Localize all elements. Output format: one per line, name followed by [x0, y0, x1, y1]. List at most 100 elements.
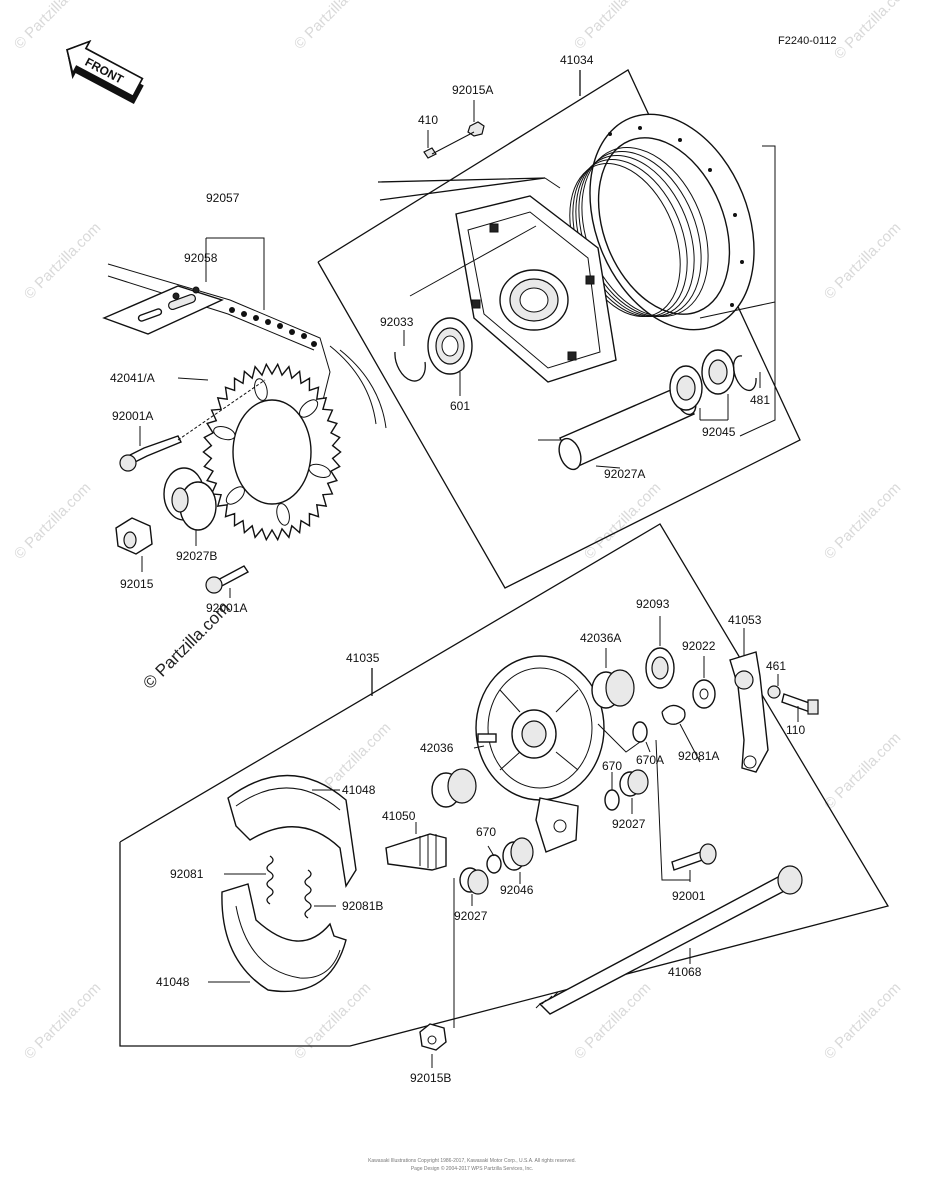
brake-shoe-41048-lower: [221, 883, 347, 993]
label-92015: 92015: [120, 577, 154, 591]
sprocket-window: [308, 463, 331, 478]
label-41035: 41035: [346, 651, 380, 665]
spring-92081B: [304, 869, 312, 919]
label-92015B: 92015B: [410, 1071, 451, 1085]
bolt-92001A: [119, 435, 182, 472]
watermark: © Partzilla.com: [581, 479, 664, 562]
footer-design: Page Design © 2004-2017 WPS Partzilla Se…: [411, 1165, 533, 1172]
diagram-code: F2240-0112: [778, 35, 837, 47]
bushing-42036: [431, 768, 477, 808]
sprocket-window: [299, 399, 319, 418]
circlip-481: [732, 355, 757, 392]
seal-92093: [645, 647, 675, 689]
oring-670-lower: [486, 854, 502, 874]
bolt-92001: [671, 843, 717, 871]
collar-92027-right: [619, 769, 649, 797]
watermark: © Partzilla.com: [291, 979, 374, 1062]
label-410: 410: [418, 113, 438, 127]
label-92001: 92001: [672, 889, 706, 903]
label-42036A: 42036A: [580, 631, 621, 645]
bracket-410: [377, 177, 546, 201]
label-41034: 41034: [560, 53, 594, 67]
label-41048-lower: 41048: [156, 975, 190, 989]
label-92081: 92081: [170, 867, 204, 881]
watermark: © Partzilla.com: [821, 219, 904, 302]
watermark: © Partzilla.com: [821, 479, 904, 562]
front-arrow-icon: FRONT: [66, 39, 144, 105]
sprocket-window: [254, 378, 268, 401]
collar-92027B: [163, 467, 217, 531]
sprocket-window: [213, 426, 236, 441]
circlip-92033: [394, 351, 426, 382]
sprocket-42041A: [202, 362, 342, 542]
bolt-92001A-lower: [205, 565, 250, 594]
axle-41068: [535, 865, 803, 1015]
bearings-92045: [669, 349, 735, 411]
bracket-right: [739, 145, 776, 437]
label-42036: 42036: [420, 741, 454, 755]
watermark: © Partzilla.com: [291, 0, 374, 53]
label-481: 481: [750, 393, 770, 407]
collar-92046: [502, 837, 534, 871]
watermark: © Partzilla.com: [821, 979, 904, 1062]
label-670-lower: 670: [476, 825, 496, 839]
label-92001A: 92001A: [112, 409, 153, 423]
bracket-92057: [206, 237, 265, 310]
label-92027-lower: 92027: [454, 909, 488, 923]
label-92015A: 92015A: [452, 83, 493, 97]
oring-670A: [632, 721, 648, 743]
cam-lever-41053: [729, 651, 769, 773]
watermark: © Partzilla.com: [21, 219, 104, 302]
label-92081B: 92081B: [342, 899, 383, 913]
label-670A: 670A: [636, 753, 664, 767]
label-92081A: 92081A: [678, 749, 719, 763]
label-92027: 92027: [612, 817, 646, 831]
label-92027A: 92027A: [604, 467, 645, 481]
label-110: 110: [786, 723, 805, 737]
watermark: © Partzilla.com: [571, 0, 654, 53]
brake-shoe-41048-upper: [227, 774, 357, 888]
hub-group-outline: [317, 69, 801, 589]
watermark: © Partzilla.com: [21, 979, 104, 1062]
sprocket-window: [225, 486, 245, 505]
sprocket-bore: [232, 399, 312, 505]
bolt-110: [781, 693, 819, 715]
label-601: 601: [450, 399, 470, 413]
nut-410: [423, 147, 437, 159]
bushing-42036A: [591, 669, 635, 709]
label-670: 670: [602, 759, 622, 773]
label-92027B: 92027B: [176, 549, 217, 563]
label-41048-upper: 41048: [342, 783, 376, 797]
rear-hub-drum: [455, 113, 755, 383]
spring-92081: [266, 855, 274, 905]
brake-cam-41050: [385, 833, 447, 871]
watermark: © Partzilla.com: [821, 729, 904, 812]
label-41050: 41050: [382, 809, 416, 823]
brake-panel: [475, 655, 605, 853]
washer-92022: [692, 679, 716, 709]
collar-92027-lower: [459, 867, 489, 895]
footer-copyright: Kawasaki Illustrations Copyright 1986-20…: [368, 1158, 576, 1164]
washer-461: [767, 685, 781, 699]
label-92045: 92045: [702, 425, 736, 439]
sprocket-window: [276, 503, 290, 526]
label-92033: 92033: [380, 315, 414, 329]
label-92058: 92058: [184, 251, 218, 265]
watermark: © Partzilla.com: [831, 0, 914, 63]
label-92057: 92057: [206, 191, 240, 205]
master-link-92058: [102, 285, 224, 335]
label-42041A: 42041/A: [110, 371, 155, 385]
label-461: 461: [766, 659, 786, 673]
spring-92081A: [661, 704, 686, 725]
oring-670: [604, 789, 620, 811]
label-41053: 41053: [728, 613, 762, 627]
watermark: © Partzilla.com: [11, 479, 94, 562]
label-92093: 92093: [636, 597, 670, 611]
label-41068: 41068: [668, 965, 702, 979]
label-92022: 92022: [682, 639, 716, 653]
label-92001A-lower: 92001A: [206, 601, 247, 615]
nut-92015: [115, 517, 153, 555]
bearing-601: [427, 317, 473, 375]
label-92046: 92046: [500, 883, 534, 897]
